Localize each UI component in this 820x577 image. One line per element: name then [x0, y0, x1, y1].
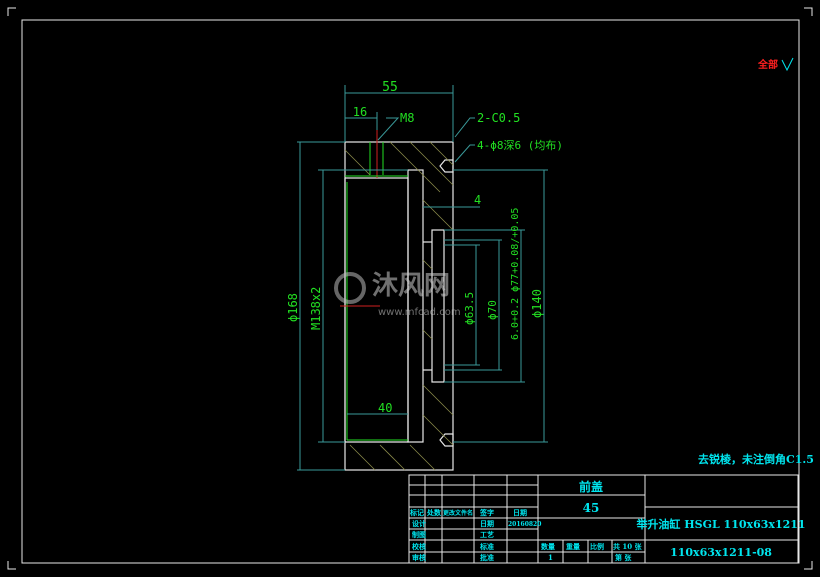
dimension-lines [297, 85, 548, 471]
label-weight: 重量 [566, 542, 580, 551]
watermark: 沐风网 www.mfcad.com [334, 271, 461, 318]
label-sheet-no: 第 张 [615, 553, 632, 562]
label-quantity: 数量 [541, 542, 555, 551]
row-label: 制图 [412, 530, 426, 539]
dim-thread-hole: M8 [400, 111, 414, 125]
dim-slot-offset: 16 [353, 105, 367, 119]
dim-bore1: ϕ63.5 [463, 292, 476, 325]
dim-groove: 6.0+0.2 ϕ77+0.08/+0.05 [510, 208, 521, 340]
assembly-name: 举升油缸 HSGL 110x63x1211 [635, 517, 805, 531]
part-section [340, 130, 454, 471]
header-doc: 更改文件名 [443, 509, 473, 517]
label-total-sheets: 共 10 张 [613, 542, 643, 551]
dim-outer-dia: ϕ168 [286, 293, 300, 322]
quantity-value: 1 [548, 553, 553, 562]
row-label: 校核 [412, 542, 426, 551]
row-label: 工艺 [480, 530, 494, 539]
technical-note: 去锐棱，未注倒角C1.5 [698, 452, 814, 466]
design-date: 20160820 [508, 521, 541, 528]
header-count: 处数 [426, 508, 442, 517]
row-label: 日期 [480, 519, 494, 528]
row-label: 设计 [412, 519, 426, 528]
roughness-symbol-icon [781, 57, 794, 72]
row-label: 审核 [412, 553, 426, 562]
title-block [408, 474, 799, 564]
dim-chamfer: 2-C0.5 [477, 111, 520, 125]
header-mark: 标记 [409, 508, 424, 517]
dim-step-depth: 4 [474, 193, 481, 207]
watermark-brand: 沐风网 [372, 271, 450, 301]
dim-thread: M138x2 [309, 287, 323, 330]
dim-bolt-circle: ϕ140 [530, 289, 544, 318]
watermark-url: www.mfcad.com [378, 307, 461, 318]
dim-bore2: ϕ70 [486, 300, 499, 320]
header-sign: 签字 [479, 508, 494, 517]
material: 45 [583, 501, 600, 515]
part-name: 前盖 [579, 479, 603, 494]
corner-marks [7, 7, 813, 570]
watermark-logo-icon [334, 272, 366, 304]
dim-inner-length: 40 [378, 401, 392, 415]
row-label: 批准 [480, 553, 494, 562]
label-scale: 比例 [590, 542, 604, 551]
title-block-text: 标记 处数 更改文件名 签字 日期 设计 日期 20160820 制图 工艺 校… [409, 508, 643, 562]
header-date: 日期 [513, 508, 527, 517]
roughness-label: 全部 [757, 58, 778, 71]
dim-overall-width: 55 [382, 80, 398, 95]
dim-holes: 4-ϕ8深6 (均布) [477, 139, 563, 152]
row-label: 标准 [479, 542, 494, 551]
drawing-number: 110x63x1211-08 [670, 546, 772, 559]
